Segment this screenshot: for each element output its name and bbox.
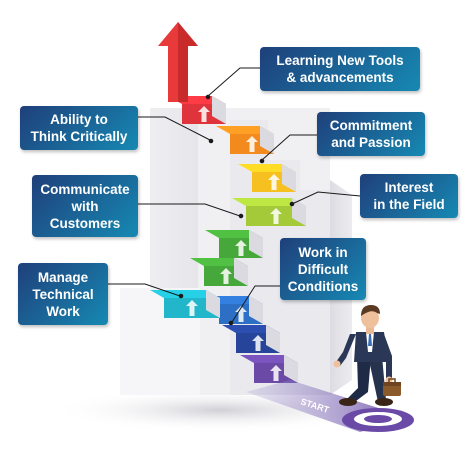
- label-communicate-text: Communicate with Customers: [40, 181, 130, 231]
- businessman-figure: [333, 305, 401, 406]
- up-arrow-icon: [270, 365, 282, 381]
- up-arrow-icon: [235, 240, 247, 256]
- connector-work-difficult: [231, 285, 280, 323]
- start-path: START: [246, 380, 414, 432]
- up-arrow-icon: [198, 106, 210, 122]
- step-4: [150, 290, 220, 318]
- label-communicate-customers: Communicate with Customers: [32, 175, 138, 237]
- up-arrow-icon: [270, 208, 282, 224]
- step-8: [238, 164, 296, 192]
- steps: [150, 96, 306, 383]
- step-5: [190, 258, 248, 286]
- label-work-difficult-conditions: Work in Difficult Conditions: [280, 238, 366, 300]
- label-interest-field: Interest in the Field: [360, 174, 458, 218]
- connector-learning: [207, 67, 260, 97]
- step-7: [232, 198, 306, 226]
- label-commitment-text: Commitment and Passion: [329, 118, 413, 150]
- connector-manage: [108, 283, 181, 297]
- big-up-arrow-icon: [158, 22, 198, 102]
- step-1: [240, 355, 298, 383]
- up-arrow-icon: [186, 300, 198, 316]
- up-arrow-icon: [268, 174, 280, 190]
- label-ability-text: Ability to Think Critically: [30, 112, 128, 144]
- label-manage-technical-work: Manage Technical Work: [18, 263, 108, 325]
- briefcase-icon: [383, 378, 401, 396]
- label-interest-text: Interest in the Field: [373, 180, 445, 212]
- label-work-difficult-text: Work in Difficult Conditions: [287, 244, 359, 294]
- up-arrow-icon: [235, 306, 247, 322]
- label-manage-text: Manage Technical Work: [32, 269, 94, 319]
- connector-lines: [108, 67, 361, 326]
- connector-commitment: [261, 134, 317, 161]
- connector-interest: [291, 191, 361, 205]
- step-9: [216, 126, 274, 154]
- up-arrow-icon: [220, 268, 232, 284]
- connector-ability: [132, 116, 211, 141]
- up-arrow-icon: [246, 136, 258, 152]
- step-6: [205, 230, 263, 258]
- label-commitment-passion: Commitment and Passion: [317, 112, 425, 156]
- up-arrow-icon: [252, 335, 264, 351]
- label-learning-new-tools: Learning New Tools & advancements: [260, 47, 420, 91]
- connector-communicate: [138, 203, 241, 217]
- label-ability-to-think: Ability to Think Critically: [20, 106, 138, 150]
- label-learning-text: Learning New Tools & advancements: [276, 53, 404, 85]
- step-2: [222, 325, 280, 353]
